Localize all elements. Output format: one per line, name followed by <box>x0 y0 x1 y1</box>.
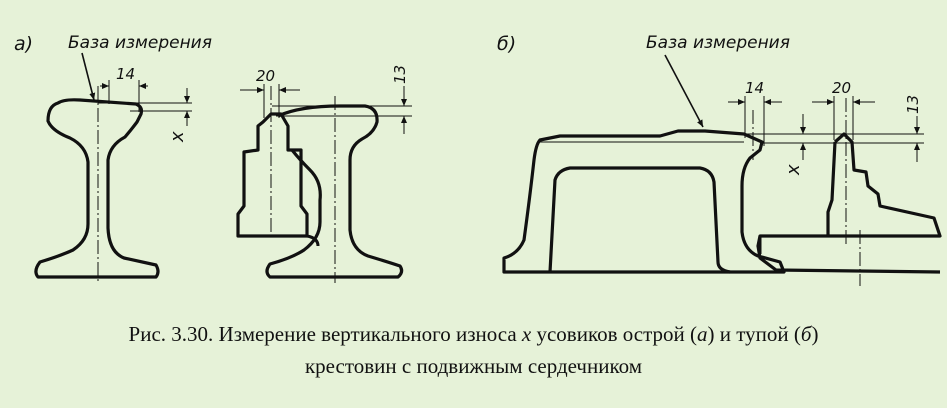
figure-caption: Рис. 3.30. Измерение вертикального износ… <box>0 318 947 382</box>
panel-b-x-label: x <box>783 164 804 176</box>
panel-a-base-leader <box>81 52 96 101</box>
panel-a-wing-rail <box>34 98 160 279</box>
panel-a-x-label: x <box>167 131 188 143</box>
panel-b-dim20-label: 20 <box>832 79 851 97</box>
panel-b: б) База измерения 14 20 x <box>497 33 942 286</box>
caption-text-4: ) <box>811 322 819 346</box>
caption-var-a: а <box>697 322 708 346</box>
caption-line-1: Рис. 3.30. Измерение вертикального износ… <box>0 318 947 350</box>
panel-b-dim13-label: 13 <box>904 95 922 114</box>
caption-text-3: ) и тупой ( <box>707 322 801 346</box>
panel-a-marker: а) <box>14 33 33 55</box>
panel-a-base-label: База измерения <box>68 33 212 53</box>
panel-b-marker: б) <box>497 33 516 55</box>
panel-b-base-label: База измерения <box>646 33 790 53</box>
panel-a-dim13-label: 13 <box>391 65 409 84</box>
caption-var-b: б <box>800 322 812 346</box>
caption-line-2: крестовин с подвижным сердечником <box>304 354 642 378</box>
caption-text-2: усовиков острой ( <box>531 322 698 346</box>
caption-var-x: x <box>521 322 532 346</box>
panel-a-main-rail <box>265 104 404 279</box>
panel-b-arch-opening <box>548 166 731 274</box>
panel-a: а) База измерения 14 x 20 <box>14 33 412 283</box>
caption-text-1: Рис. 3.30. Измерение вертикального износ… <box>128 322 522 346</box>
panel-a-rail-joint <box>306 234 320 247</box>
panel-a-dim14-label: 14 <box>116 65 135 83</box>
panel-b-core-left-edge <box>826 141 837 236</box>
panel-b-base-leader <box>664 54 704 128</box>
panel-b-frog-body <box>502 129 786 274</box>
technical-drawing: а) База измерения 14 x 20 <box>14 33 942 286</box>
panel-b-movable-core <box>756 132 942 274</box>
panel-b-dim14-label: 14 <box>745 79 764 97</box>
panel-a-point-rail <box>236 112 309 238</box>
panel-a-dim20-label: 20 <box>256 67 275 85</box>
